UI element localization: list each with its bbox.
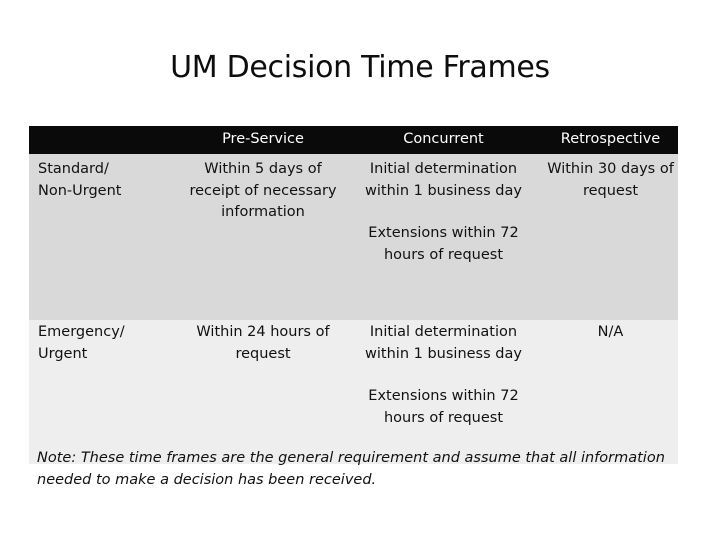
header-concurrent: Concurrent (344, 126, 543, 154)
header-retrospective: Retrospective (543, 126, 678, 154)
row-label-cell: Emergency/Urgent (29, 320, 182, 464)
header-pre-service: Pre-Service (182, 126, 344, 154)
retrospective-cell: N/A (543, 320, 678, 464)
row-label-emergency: Emergency/Urgent (38, 324, 125, 362)
retrospective-emergency: N/A (597, 324, 624, 340)
row-label-cell: Standard/Non-Urgent (29, 154, 182, 320)
table-header-row: Pre-Service Concurrent Retrospective (29, 126, 678, 154)
page-title: UM Decision Time Frames (170, 50, 550, 85)
footnote: Note: These time frames are the general … (37, 450, 665, 488)
header-corner (29, 126, 182, 154)
row-label-standard: Standard/Non-Urgent (38, 161, 122, 199)
time-frames-table: Pre-Service Concurrent Retrospective Sta… (29, 126, 678, 464)
